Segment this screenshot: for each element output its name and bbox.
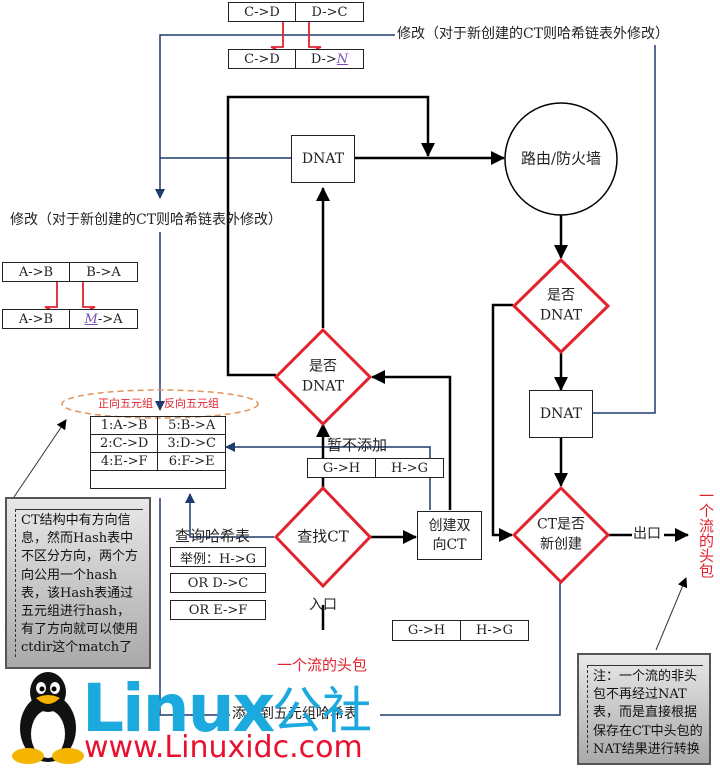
query-example-1: 举例：H->G: [170, 547, 266, 567]
add-to-hash-line: [159, 498, 230, 716]
entry-label: 入口: [309, 597, 337, 613]
left-loop-line: [226, 95, 435, 377]
modify-right-line: [591, 45, 656, 414]
tuple-mid-forward: G->H: [307, 458, 376, 478]
add-to-hash-label: 添加到五元组哈希表: [232, 706, 358, 722]
is-dnat-left-line1: 是否: [308, 358, 337, 375]
router-circle: [504, 102, 618, 216]
watermark-url: www.Linuxidc.com: [84, 730, 363, 765]
dnat-top-box: DNAT: [291, 135, 355, 183]
create-ct-box: 创建双 向CT: [417, 511, 482, 560]
table-row: 4:E->F 6:F->E: [89, 452, 226, 471]
hash-cell: 2:C->D: [89, 434, 159, 453]
tuple-top-after-reverse: D->N: [295, 49, 364, 69]
tuple-left-after-highlight: M: [84, 311, 98, 327]
ct-new-line2: 新创建: [540, 536, 582, 552]
create-ct-line2: 向CT: [432, 536, 467, 553]
first-packet-right-label: 一个流的头包: [697, 488, 715, 578]
tuple-left-before-reverse: B->A: [69, 262, 138, 282]
tuple-top-before-forward: C->D: [228, 2, 296, 22]
createct-to-isdnat-line: [371, 370, 452, 510]
find-ct-diamond: [273, 485, 373, 589]
tuple-left-after-forward: A->B: [2, 309, 70, 329]
tuple-bottom-forward: G->H: [392, 620, 461, 641]
hash-cell: 3:D->C: [157, 434, 226, 453]
modify-left-annotation: 修改（对于新创建的CT则哈希链表外修改）: [10, 212, 283, 228]
exit-label: 出口: [633, 526, 661, 542]
modify-top-line: [155, 34, 395, 199]
tuple-top-after-forward: C->D: [228, 49, 296, 69]
dnat-right-label: DNAT: [539, 405, 583, 422]
left-note: CT结构中有方向信息，然而Hash表中不区分方向，两个方向公用一个hash表，该…: [5, 497, 151, 669]
ct-new-line1: CT是否: [536, 516, 586, 533]
not-added-line: [225, 442, 431, 510]
find-ct-label: 查找CT: [297, 527, 349, 546]
dnat-top-label: DNAT: [301, 150, 345, 167]
table-row: 2:C->D 3:D->C: [89, 434, 226, 453]
is-dnat-left-line2: DNAT: [301, 378, 345, 394]
query-example-3: OR E->F: [170, 600, 266, 620]
right-note-text: 注：一个流的非头包不再经过NAT表，而是直接根据保存在CT中头包的NAT结果进行…: [587, 665, 703, 757]
tuple-left-after-reverse: M->A: [69, 309, 138, 329]
table-row: [90, 470, 226, 489]
hash-cell: 5:B->A: [157, 416, 226, 435]
forward-tuple-header: 正向五元组: [98, 397, 153, 410]
tuple-top-after-highlight: N: [336, 51, 349, 67]
tuple-top-before-reverse: D->C: [295, 2, 364, 22]
modify-top-annotation: 修改（对于新创建的CT则哈希链表外修改）: [397, 26, 670, 42]
tuple-top-after-prefix: D->: [310, 51, 337, 67]
create-ct-line1: 创建双: [428, 517, 471, 534]
ct-new-diamond: [511, 485, 611, 585]
tux-penguin-icon: [12, 672, 84, 764]
table-row: 1:A->B 5:B->A: [89, 416, 226, 435]
left-note-pointer: [13, 419, 67, 498]
router-label: 路由/防火墙: [520, 149, 602, 168]
left-note-text: CT结构中有方向信息，然而Hash表中不区分方向，两个方向公用一个hash表，该…: [15, 509, 143, 657]
not-added-label: 暂不添加: [327, 436, 388, 454]
first-packet-bottom-label: 一个流的头包: [277, 656, 368, 674]
ct-new-label: CT是否 新创建: [537, 515, 585, 554]
tuple-mid-reverse: H->G: [375, 458, 444, 478]
right-note: 注：一个流的非头包不再经过NAT表，而是直接根据保存在CT中头包的NAT结果进行…: [577, 653, 711, 765]
reverse-tuple-header: 反向五元组: [164, 397, 219, 410]
query-example-2: OR D->C: [170, 573, 266, 593]
watermark-brand-cn: 公社: [272, 682, 372, 740]
dnat-right-box: DNAT: [529, 390, 593, 438]
is-dnat-right-line2: DNAT: [539, 307, 583, 323]
hash-cell: 1:A->B: [89, 416, 159, 435]
hash-table: 1:A->B 5:B->A 2:C->D 3:D->C 4:E->F 6:F->…: [89, 416, 226, 489]
tuple-bottom-reverse: H->G: [460, 620, 529, 641]
is-dnat-right-line1: 是否: [546, 287, 575, 304]
query-hash-line: [185, 493, 274, 538]
is-dnat-left-diamond: [273, 327, 373, 427]
is-dnat-left-label: 是否 DNAT: [302, 357, 344, 396]
is-dnat-right-diamond: [511, 257, 611, 355]
hash-cell: [90, 470, 226, 489]
hash-cell: 4:E->F: [89, 452, 159, 471]
isdnat-no-line: [491, 303, 513, 542]
watermark-brand: Linux: [82, 670, 275, 747]
tuple-left-before-forward: A->B: [2, 262, 70, 282]
add-to-hash-right-line: [380, 560, 561, 716]
lookup-hash-label: 查询哈希表: [175, 527, 251, 545]
tuple-left-after-suffix: ->A: [97, 311, 123, 327]
is-dnat-right-label: 是否 DNAT: [540, 286, 582, 325]
hash-cell: 6:F->E: [157, 452, 226, 471]
right-note-pointer: [655, 577, 688, 651]
